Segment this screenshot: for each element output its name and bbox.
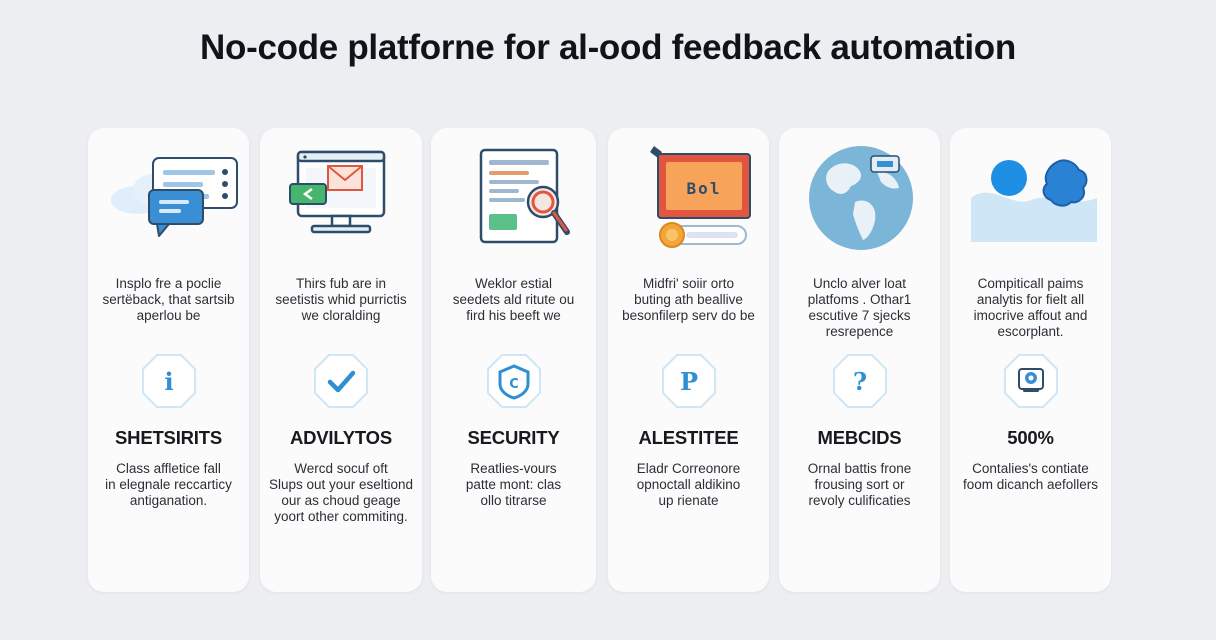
svg-text:P: P bbox=[679, 367, 697, 396]
card-subtext: Eladr Correonore opnoctall aldikino up r… bbox=[636, 461, 741, 508]
feature-card-4: Bol Midfri' soiir orto buting ath bealli… bbox=[608, 128, 769, 592]
feature-card-1: Insplo fre a poclie sertëback, that sart… bbox=[88, 128, 249, 592]
feature-card-6: Compiticall paims analytis for fielt all… bbox=[950, 128, 1111, 592]
display-toggle-icon: Bol bbox=[608, 142, 769, 254]
monitor-email-icon bbox=[260, 142, 422, 254]
card-heading: ALESTITEE bbox=[638, 427, 739, 448]
feature-card-3: Weklor estial seedets ald ritute ou fird… bbox=[431, 128, 596, 592]
card-subtext: Reatlies-vours patte mont: clas ollo tit… bbox=[465, 461, 562, 508]
card-heading: SECURITY bbox=[467, 427, 560, 448]
card-subtext: Ornal battis frone frousing sort or revo… bbox=[807, 461, 912, 508]
avatars-wave-icon bbox=[950, 142, 1111, 254]
svg-text:i: i bbox=[164, 367, 173, 396]
card-heading: MEBCIDS bbox=[817, 427, 902, 448]
card-subtext: Contalies's contiate foom dicanch aefoll… bbox=[962, 461, 1099, 492]
card-subtext: Class affletice fall in elegnale reccart… bbox=[105, 461, 232, 508]
card-description: Weklor estial seedets ald ritute ou fird… bbox=[452, 276, 575, 323]
svg-text:Bol: Bol bbox=[686, 179, 721, 198]
document-magnifier-icon bbox=[431, 142, 596, 254]
svg-text:?: ? bbox=[852, 367, 866, 396]
card-description: Compiticall paims analytis for fielt all… bbox=[973, 276, 1088, 339]
chat-bubbles-icon bbox=[88, 142, 249, 254]
page-title: No-code platforne for al-ood feedback au… bbox=[200, 28, 1016, 67]
checkmark-icon bbox=[312, 352, 370, 410]
feature-card-5: Unclo alver loat platfoms . Othar1 escut… bbox=[779, 128, 940, 592]
shield-icon: C bbox=[485, 352, 543, 410]
card-description: Insplo fre a poclie sertëback, that sart… bbox=[102, 276, 235, 323]
badge-icon bbox=[1002, 352, 1060, 410]
card-subtext: Wercd socuf oft Slups out your eseltiond… bbox=[268, 461, 414, 524]
card-heading: ADVILYTOS bbox=[289, 427, 393, 448]
card-description: Thirs fub are in seetistis whid purricti… bbox=[275, 276, 407, 323]
p-letter-icon: P bbox=[660, 352, 718, 410]
card-description: Midfri' soiir orto buting ath beallive b… bbox=[622, 276, 755, 323]
feature-card-2: Thirs fub are in seetistis whid purricti… bbox=[260, 128, 422, 592]
card-description: Unclo alver loat platfoms . Othar1 escut… bbox=[807, 276, 912, 339]
info-icon: i bbox=[140, 352, 198, 410]
globe-icon bbox=[779, 142, 940, 254]
svg-text:C: C bbox=[509, 377, 519, 392]
card-heading: SHETSIRITS bbox=[115, 427, 222, 448]
card-heading: 500% bbox=[1007, 427, 1054, 448]
question-icon: ? bbox=[831, 352, 889, 410]
